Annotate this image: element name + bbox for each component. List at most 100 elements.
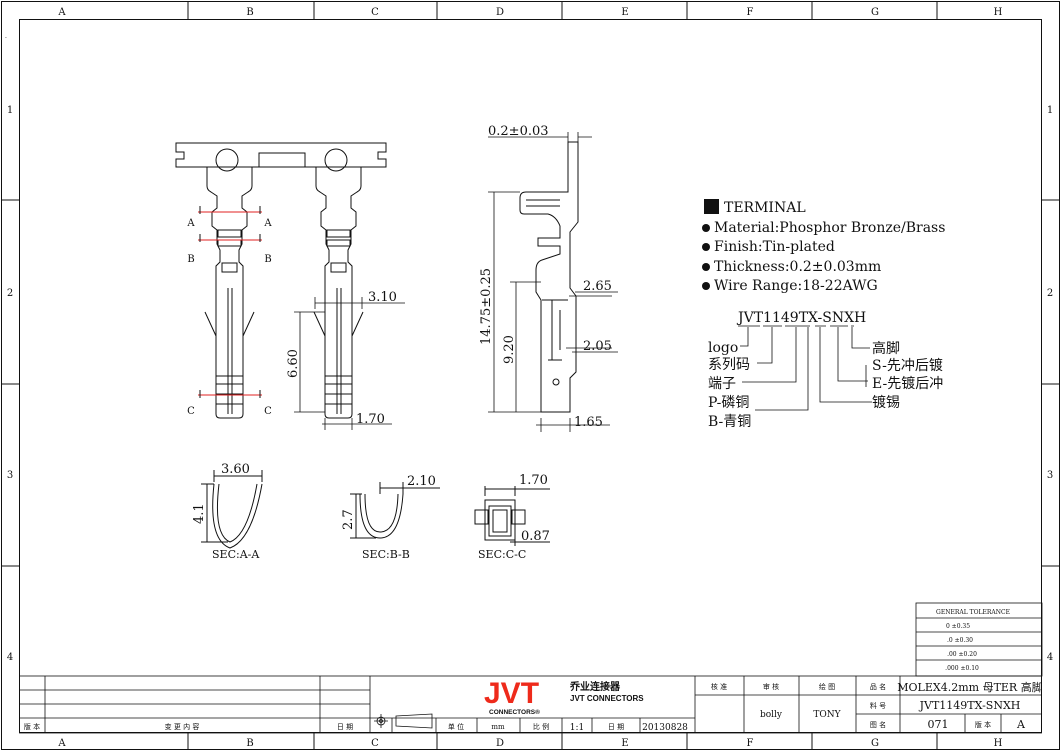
row-label-1-right: 1 xyxy=(1047,105,1053,116)
dim-overall-length: 14.75±0.25 xyxy=(479,268,494,345)
sec-a-height: 4.1 xyxy=(192,503,207,524)
row-label-4: 4 xyxy=(7,652,13,663)
row-label-4-right: 4 xyxy=(1047,652,1053,663)
terminal-right xyxy=(313,167,364,419)
rev-col-header: 版 本 xyxy=(24,722,40,731)
col-label-e-bottom: E xyxy=(621,738,628,749)
scale-value: 1:1 xyxy=(570,723,584,733)
jvt-brand-sub: CONNECTORS® xyxy=(489,708,540,716)
dim-1-70-front: 1.70 xyxy=(356,412,385,427)
side-view xyxy=(519,141,579,413)
section-a xyxy=(201,470,263,549)
row-label-1: 1 xyxy=(7,105,13,116)
dim-3-10: 3.10 xyxy=(368,290,397,305)
cut-label-b-right: B xyxy=(264,254,271,265)
bullet-wire-range xyxy=(702,282,710,290)
part-number: JVT1149TX-SNXH xyxy=(919,699,1021,712)
sec-c-height: 0.87 xyxy=(521,529,550,544)
review-label: 审 核 xyxy=(763,682,779,691)
date-value: 20130828 xyxy=(642,723,688,733)
row-label-2-right: 2 xyxy=(1047,288,1053,299)
tolerance-row-2: .00 ±0.20 xyxy=(947,651,977,658)
terminal-wire-range: Wire Range:18-22AWG xyxy=(714,278,878,294)
date-col-header: 日 期 xyxy=(337,723,353,731)
tolerance-row-1: .0 ±0.30 xyxy=(947,637,973,644)
front-dimensions xyxy=(294,297,405,430)
terminal-thickness: Thickness:0.2±0.03mm xyxy=(714,259,881,275)
section-b xyxy=(350,482,440,539)
tolerance-table: GENERAL TOLERANCE 0 ±0.35 .0 ±0.30 .00 ±… xyxy=(915,602,1043,677)
col-label-g-bottom: G xyxy=(871,738,879,749)
row-label-2: 2 xyxy=(7,288,13,299)
sec-c-label: SEC:C-C xyxy=(478,548,526,561)
col-label-h-bottom: H xyxy=(994,738,1003,749)
col-label-a: A xyxy=(57,7,66,18)
legend-logo: logo xyxy=(708,340,738,356)
unit-value: mm xyxy=(491,723,505,731)
front-view xyxy=(175,142,387,419)
legend-phosphor: P-磷铜 xyxy=(708,395,749,411)
frame-labels: A B C D E F G H A B C D E F G H 1 2 3 4 … xyxy=(7,7,1053,749)
col-label-c: C xyxy=(371,7,379,18)
col-label-f: F xyxy=(747,7,754,18)
col-label-d: D xyxy=(496,7,504,18)
scale-label: 比 例 xyxy=(533,722,549,731)
dim-9-20: 9.20 xyxy=(502,335,517,364)
cut-label-c-right: C xyxy=(264,406,272,417)
corner-mark: . xyxy=(5,33,7,40)
part-code: JVT1149TX-SNXH xyxy=(736,310,866,326)
terminal-title: TERMINAL xyxy=(724,200,806,216)
sec-c-width: 1.70 xyxy=(519,473,548,488)
product-name: MOLEX4.2mm 母TER 高脚 xyxy=(897,680,1042,694)
jvt-brand: JVT xyxy=(484,677,539,710)
part-code-legend: JVT1149TX-SNXH logo 系列码 端子 P-磷铜 B-青铜 高脚 … xyxy=(708,310,943,430)
strip-slot xyxy=(258,152,306,168)
cut-label-a-left: A xyxy=(186,218,195,229)
pilot-hole-left xyxy=(215,148,239,172)
version-value: A xyxy=(1016,718,1026,731)
tolerance-row-3: .000 ±0.10 xyxy=(945,665,979,672)
dim-2-05: 2.05 xyxy=(583,339,612,354)
col-label-c-bottom: C xyxy=(371,738,379,749)
title-block: 版 本 变 更 内 容 日 期 单 位 mm 比 例 日 期 核 准 审 核 绘… xyxy=(19,675,1043,734)
company-name-cn: 乔业连接器 xyxy=(569,680,621,693)
part-label: 料 号 xyxy=(870,701,886,710)
dim-2-65: 2.65 xyxy=(583,279,612,294)
draw-label: 绘 图 xyxy=(819,682,835,691)
col-label-b-bottom: B xyxy=(246,738,253,749)
legend-terminal: 端子 xyxy=(708,376,736,392)
cut-label-b-left: B xyxy=(187,254,194,265)
bullet-finish xyxy=(702,243,710,251)
approve-label: 核 准 xyxy=(711,682,727,691)
legend-tin: 镀锡 xyxy=(872,394,900,411)
terminal-info: TERMINAL Material:Phosphor Bronze/Brass … xyxy=(702,199,945,294)
cut-label-c-left: C xyxy=(187,406,195,417)
cut-labels: A A B B C C xyxy=(186,218,272,417)
legend-series: 系列码 xyxy=(708,357,750,373)
dim-6-60: 6.60 xyxy=(286,349,301,378)
dwg-label: 图 名 xyxy=(870,720,886,729)
ver-label: 版 本 xyxy=(975,720,991,729)
col-label-h: H xyxy=(994,7,1003,18)
sec-a-width: 3.60 xyxy=(221,462,250,477)
terminal-left xyxy=(204,167,255,419)
sec-a-label: SEC:A-A xyxy=(212,548,260,561)
sec-b-height: 2.7 xyxy=(341,509,356,530)
cut-label-a-right: A xyxy=(263,218,272,229)
tolerance-title: GENERAL TOLERANCE xyxy=(936,609,1010,616)
col-label-e: E xyxy=(621,7,628,18)
projection-symbol xyxy=(374,713,433,729)
legend-s-process: S-先冲后镀 xyxy=(872,357,943,374)
bullet-thickness xyxy=(702,263,710,271)
col-label-a-bottom: A xyxy=(57,738,66,749)
pilot-hole-right xyxy=(324,148,348,172)
col-label-g: G xyxy=(871,7,879,18)
review-name: bolly xyxy=(760,710,783,720)
unit-label: 单 位 xyxy=(448,722,464,731)
dim-thickness: 0.2±0.03 xyxy=(488,124,549,139)
name-label: 品 名 xyxy=(870,682,886,691)
draw-name: TONY xyxy=(813,710,841,720)
legend-bronze: B-青铜 xyxy=(708,414,751,430)
